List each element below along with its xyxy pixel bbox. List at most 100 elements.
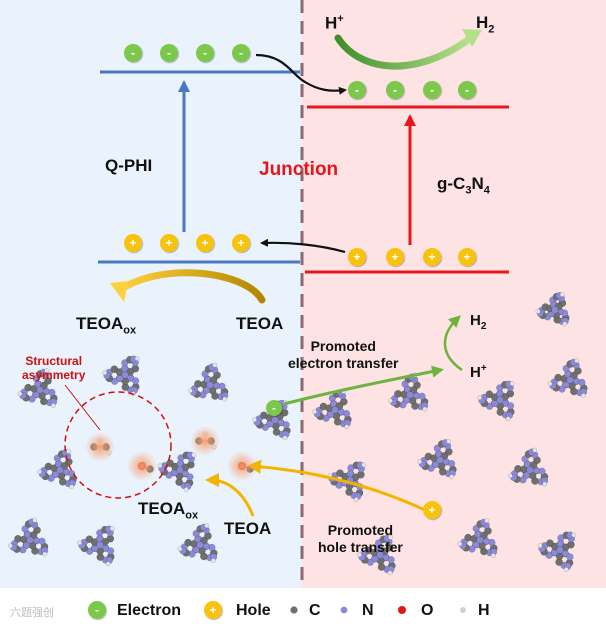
h-atom [562, 321, 568, 327]
hole-dot [160, 234, 178, 252]
teoa-oxidation-arc [116, 269, 266, 304]
electron-transfer-arrow [255, 53, 347, 95]
h-atom [574, 358, 580, 364]
qphi-electron: - [124, 44, 142, 62]
promoted-hole-transfer-label: Promoted hole transfer [318, 522, 403, 556]
legend-oxygen-marker [398, 606, 406, 614]
h-atom [187, 388, 193, 394]
n-atom [506, 402, 515, 410]
electron-symbol: - [465, 83, 469, 97]
h-atom [77, 540, 83, 546]
c-atom [409, 386, 418, 394]
legend-hole-label: Hole [236, 602, 271, 619]
n-atom [578, 378, 586, 387]
teoa-label-top: TEOA [236, 314, 284, 333]
n-atom [526, 466, 534, 474]
h-plus-label-top: H+ [325, 14, 344, 32]
h-atom [580, 393, 586, 398]
electron-dot [160, 44, 178, 62]
electron-dot [386, 81, 404, 99]
h2-right-text: H [470, 312, 481, 329]
h-atom [212, 362, 218, 368]
gcn-label: g-C3N4 [437, 175, 490, 196]
h-atom [344, 424, 350, 430]
electron-dot [124, 44, 142, 62]
h-atom [50, 403, 56, 408]
qphi-hole: + [196, 234, 214, 252]
hole-dot [196, 234, 214, 252]
gcn-hole: + [348, 248, 366, 266]
h-atom [542, 481, 548, 487]
h-atom [361, 462, 367, 468]
legend-carbon-label: C [309, 602, 321, 619]
legend-electron-label: Electron [117, 602, 182, 619]
gcn-sub-2: 4 [483, 184, 490, 197]
c-atom [546, 539, 554, 548]
hole-dot [423, 248, 441, 266]
h-atom [387, 570, 393, 576]
gcn-hole: + [386, 248, 404, 266]
h-atom [32, 517, 38, 523]
hole-dot [458, 248, 476, 266]
hole-symbol: + [463, 250, 470, 264]
h2-label-right: H2 [470, 313, 486, 332]
c-atom [166, 459, 174, 468]
n-atom [131, 377, 140, 385]
promoted-hole-line-1: Promoted [327, 522, 394, 538]
n-atom [196, 541, 204, 549]
h-atom [507, 473, 513, 479]
legend-hydrogen-marker [460, 607, 466, 613]
promoted-hole-transfer-arrow [247, 459, 426, 512]
watermark: 六题强创 [10, 606, 54, 619]
electron-symbol: - [430, 83, 434, 97]
teoa-label-bottom: TEOA [224, 519, 272, 538]
h-atom [312, 409, 318, 415]
h-plus-label-right: H+ [470, 364, 487, 381]
active-site-glow [85, 432, 115, 462]
junction-label: Junction [259, 159, 339, 180]
h2-subscript: 2 [488, 23, 495, 36]
hole-dot [348, 248, 366, 266]
electron-dot [423, 81, 441, 99]
h2-label-top: H2 [476, 14, 494, 35]
legend-hydrogen-label: H [478, 602, 490, 619]
h-atom [37, 469, 43, 475]
structural-asymmetry-pointer [64, 384, 101, 431]
h-atom [457, 541, 463, 547]
n-atom [436, 456, 444, 464]
c-atom [501, 393, 509, 401]
c-atom [101, 538, 109, 546]
h-atom [69, 484, 75, 490]
hole-symbol: + [237, 236, 244, 250]
structural-asymmetry-label: Structural asymmetry [22, 354, 85, 383]
gcn-text-2: N [471, 174, 484, 193]
promoted-electron-transfer-arrow [283, 365, 444, 406]
c-atom [200, 536, 208, 545]
h-atom [183, 487, 189, 492]
teoa-to-site-arrow [205, 473, 255, 517]
gcn-hole: + [458, 248, 476, 266]
h-atom [490, 553, 496, 558]
hole-symbol: + [165, 236, 172, 250]
electron-symbol: - [203, 46, 207, 60]
h-atom [477, 395, 483, 401]
c-atom [29, 531, 38, 539]
structural-line-1: Structural [25, 354, 83, 368]
qphi-label: Q-PHI [105, 156, 153, 175]
n-atom [106, 547, 115, 555]
hole-symbol: + [209, 603, 216, 617]
n-atom [206, 381, 214, 389]
c-atom [570, 371, 578, 380]
h-atom [446, 439, 452, 444]
h-atom [134, 356, 140, 362]
hole-symbol: + [353, 250, 360, 264]
h-atom [102, 370, 108, 376]
n-atom [208, 543, 216, 552]
teoa-oxidation-arrowhead [110, 281, 128, 302]
teoa-ox-label-bottom: TEOAox [138, 500, 198, 521]
n-atom [48, 388, 56, 397]
electron-dot [196, 44, 214, 62]
h-atom [109, 526, 115, 532]
